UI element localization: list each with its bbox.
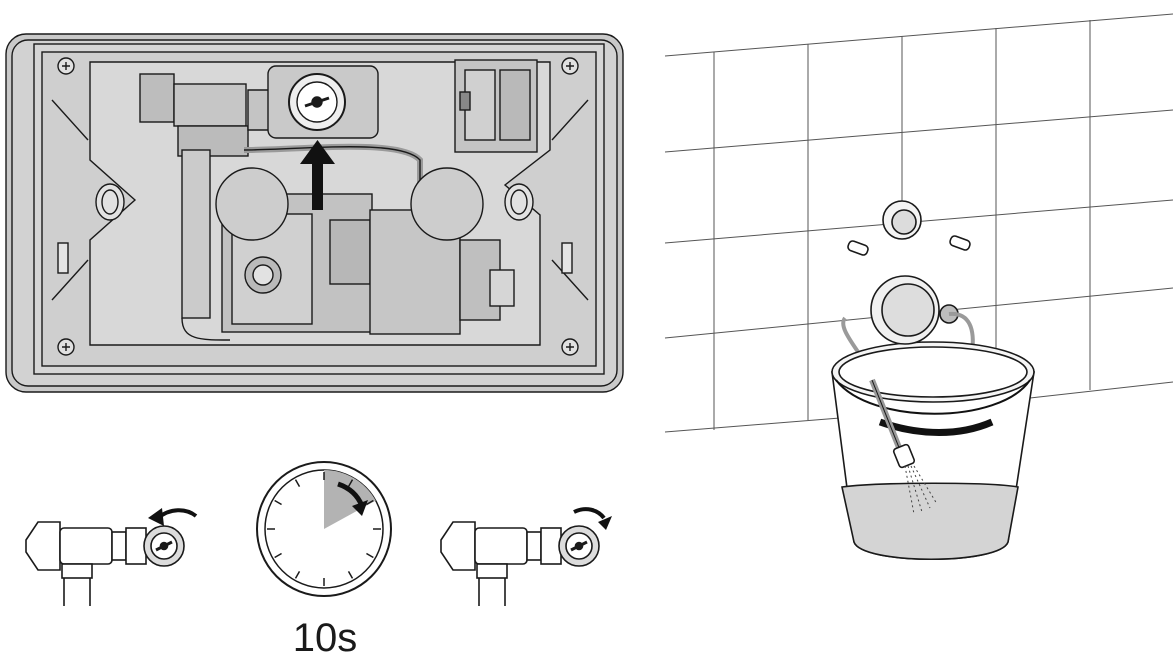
timer-elapsed-sector bbox=[324, 470, 376, 529]
timer-tick bbox=[274, 552, 282, 559]
valve-close-icon bbox=[25, 508, 198, 606]
valve-open-icon bbox=[440, 507, 612, 606]
cistern-panel-icon bbox=[5, 33, 624, 393]
timer-tick bbox=[294, 479, 301, 487]
up-arrow-icon bbox=[300, 140, 335, 210]
timer-tick bbox=[366, 499, 374, 506]
timer-tick bbox=[294, 571, 301, 579]
hose-icon bbox=[869, 378, 916, 469]
timer-icon bbox=[256, 461, 392, 597]
bucket-icon bbox=[831, 200, 1035, 561]
wait-time-label: 10s bbox=[292, 616, 358, 660]
timer-tick bbox=[347, 479, 354, 487]
timer-tick bbox=[274, 499, 282, 506]
timer-tick bbox=[366, 552, 374, 559]
fitting-cap-icon bbox=[847, 200, 971, 256]
screw-icon bbox=[57, 57, 579, 356]
timer-tick bbox=[347, 571, 354, 579]
